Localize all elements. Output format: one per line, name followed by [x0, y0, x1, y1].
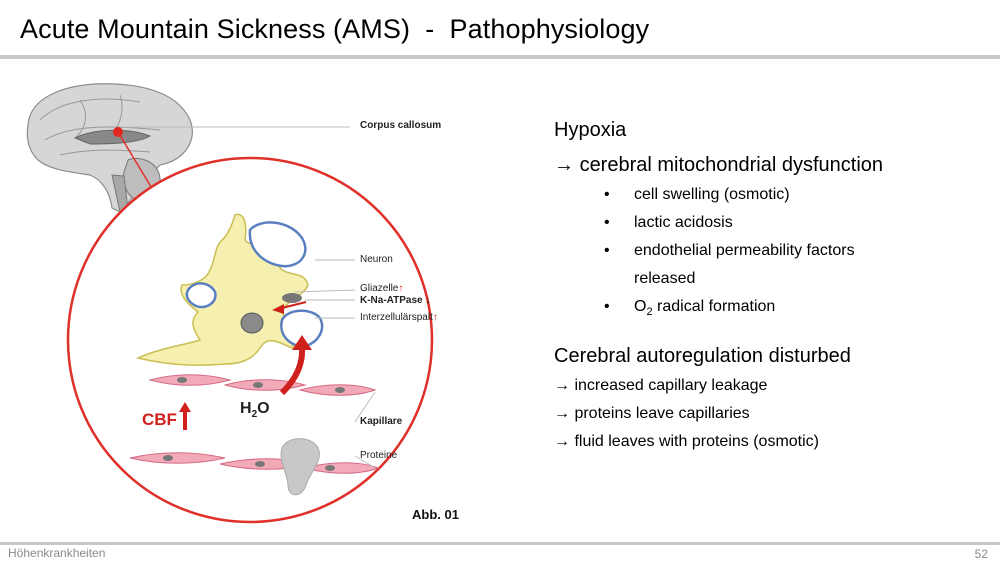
list-item: → proteins leave capillaries [554, 405, 750, 423]
list-item: → increased capillary leakage [554, 377, 768, 395]
label-interzellularspalt: Interzellulärspalt↑ [360, 312, 438, 323]
footer-divider [0, 542, 1000, 545]
bullet-item: •cell swelling (osmotic) [554, 181, 984, 209]
heading-autoregulation: Cerebral autoregulation disturbed [554, 345, 851, 368]
right-arrow-icon: → [554, 405, 570, 423]
list-item: → fluid leaves with proteins (osmotic) [554, 433, 819, 451]
down-arrow-icon: ↓ [425, 295, 431, 306]
neuron-outline [248, 221, 307, 268]
bullet-item: •lactic acidosis [554, 209, 984, 237]
pathophysiology-figure: Corpus callosum Neuron Gliazelle↑ K-Na-A… [20, 80, 470, 525]
bullet-item: •endothelial permeability factors [554, 237, 984, 265]
figure-caption: Abb. 01 [412, 507, 459, 522]
neuron-outline [280, 309, 324, 348]
line-mitochondrial: → cerebral mitochondrial dysfunction [554, 154, 884, 176]
brain-illustration [26, 83, 193, 213]
up-arrow-icon: ↑ [398, 283, 404, 294]
label-cbf: CBF [142, 410, 177, 429]
title-divider [0, 55, 1000, 59]
right-arrow-icon: → [554, 377, 570, 395]
footer-title: Höhenkrankheiten [8, 546, 106, 560]
slide-title: Acute Mountain Sickness (AMS) - Pathophy… [20, 14, 650, 44]
bullet-icon: • [604, 186, 610, 203]
label-kna-atpase: K-Na-ATPase ↓ [360, 295, 431, 306]
bullet-icon: • [604, 214, 610, 231]
right-arrow-icon: → [554, 433, 570, 451]
right-arrow-icon: → [554, 154, 574, 176]
bullet-list: •cell swelling (osmotic) •lactic acidosi… [554, 181, 984, 326]
up-arrow-icon: ↑ [432, 312, 438, 323]
page-number: 52 [974, 547, 988, 561]
bullet-item: •O2 radical formation [554, 293, 984, 326]
figure-illustration [26, 83, 434, 524]
label-kapillare: Kapillare [360, 416, 403, 427]
bullet-icon: • [604, 298, 610, 315]
label-neuron: Neuron [360, 254, 393, 265]
label-proteine: Proteine [360, 450, 398, 461]
label-gliazelle: Gliazelle↑ [360, 283, 404, 294]
bullet-icon: • [604, 242, 610, 259]
label-corpus-callosum: Corpus callosum [360, 120, 442, 131]
h2o-arrow [279, 347, 306, 396]
heading-hypoxia: Hypoxia [554, 119, 627, 141]
protein-shape [280, 438, 320, 496]
slide-content: Hypoxia → cerebral mitochondrial dysfunc… [554, 118, 984, 456]
bullet-item-continuation: released [634, 270, 696, 287]
label-h2o: H2O [240, 400, 270, 421]
neuron-outline [185, 282, 217, 309]
